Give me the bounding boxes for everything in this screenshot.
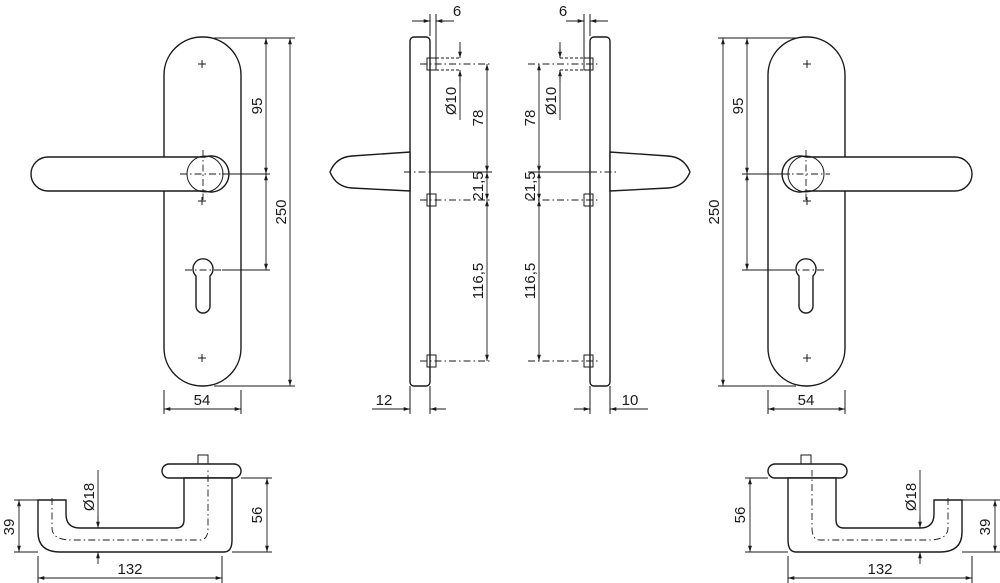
plate-side xyxy=(409,36,431,387)
spindle-stud xyxy=(197,454,209,465)
center-line xyxy=(782,150,830,200)
dim-label: 56 xyxy=(249,507,266,524)
screw-mark xyxy=(198,354,206,362)
dim-label: Ø18 xyxy=(903,483,920,511)
screw-mark xyxy=(803,197,811,205)
dim-label: 56 xyxy=(732,507,749,524)
screw-mark xyxy=(803,354,811,362)
extension-lines xyxy=(589,386,611,414)
center-line xyxy=(404,63,492,362)
center-line xyxy=(51,470,209,541)
top-view-right: 39 Ø18 56 132 xyxy=(732,454,1000,583)
screw-mark xyxy=(198,60,206,68)
dim-label: 78 xyxy=(470,110,487,127)
top-view-left: 39 Ø18 56 132 xyxy=(1,454,272,583)
dim-label: 116,5 xyxy=(470,263,487,299)
center-line xyxy=(528,63,616,362)
extension-lines xyxy=(583,14,591,58)
front-view-left: 95 250 54 xyxy=(30,36,295,414)
dim-label: 132 xyxy=(117,561,142,578)
side-view-left: 6 Ø10 78 21,5 116,5 12 xyxy=(329,3,492,414)
dim-label: Ø10 xyxy=(443,87,460,115)
dim-label: 6 xyxy=(559,3,567,20)
dim-label: 95 xyxy=(249,98,266,115)
dim-label: 54 xyxy=(194,392,211,409)
screw-mark xyxy=(803,60,811,68)
dim-label: 39 xyxy=(1,519,18,536)
keyhole xyxy=(192,258,214,314)
dim-label: 116,5 xyxy=(522,263,539,299)
dim-label: 21,5 xyxy=(470,171,487,200)
side-view-right: 6 Ø10 78 21,5 116,5 10 xyxy=(522,3,691,414)
plate-outline xyxy=(163,36,242,387)
dim-label: 21,5 xyxy=(522,171,539,200)
lever-top xyxy=(787,477,963,553)
rose-top xyxy=(161,463,242,479)
plate-side xyxy=(589,36,611,387)
dim-label: 250 xyxy=(273,199,290,224)
dim-label: 132 xyxy=(867,561,892,578)
dim-label: 78 xyxy=(522,110,539,127)
extension-lines xyxy=(429,14,437,58)
rose-top xyxy=(767,463,848,479)
extension-lines xyxy=(718,37,796,387)
dim-label: 12 xyxy=(376,392,393,409)
dim-label: Ø18 xyxy=(81,483,98,511)
dim-label: 54 xyxy=(798,392,815,409)
dim-label: Ø10 xyxy=(543,87,560,115)
center-line xyxy=(811,470,949,541)
hidden-line xyxy=(560,57,584,71)
dim-label: 6 xyxy=(453,3,461,20)
lever-top xyxy=(37,477,233,553)
lever-side xyxy=(609,151,691,192)
center-line xyxy=(180,150,228,200)
lever-side xyxy=(329,151,411,192)
spindle-stud xyxy=(800,454,812,465)
screw-mark xyxy=(198,197,206,205)
dim-label: 10 xyxy=(622,392,639,409)
dim-label: 95 xyxy=(730,98,747,115)
front-view-right: 95 250 54 xyxy=(706,36,973,414)
dim-label: 250 xyxy=(706,199,723,224)
keyhole xyxy=(795,258,817,314)
dim-label: 39 xyxy=(977,519,994,536)
lever-handle xyxy=(781,155,973,193)
hidden-line xyxy=(436,57,460,71)
extension-lines xyxy=(409,386,431,414)
extension-lines xyxy=(214,37,295,387)
plate-outline xyxy=(767,36,846,387)
extension-lines xyxy=(745,477,788,553)
